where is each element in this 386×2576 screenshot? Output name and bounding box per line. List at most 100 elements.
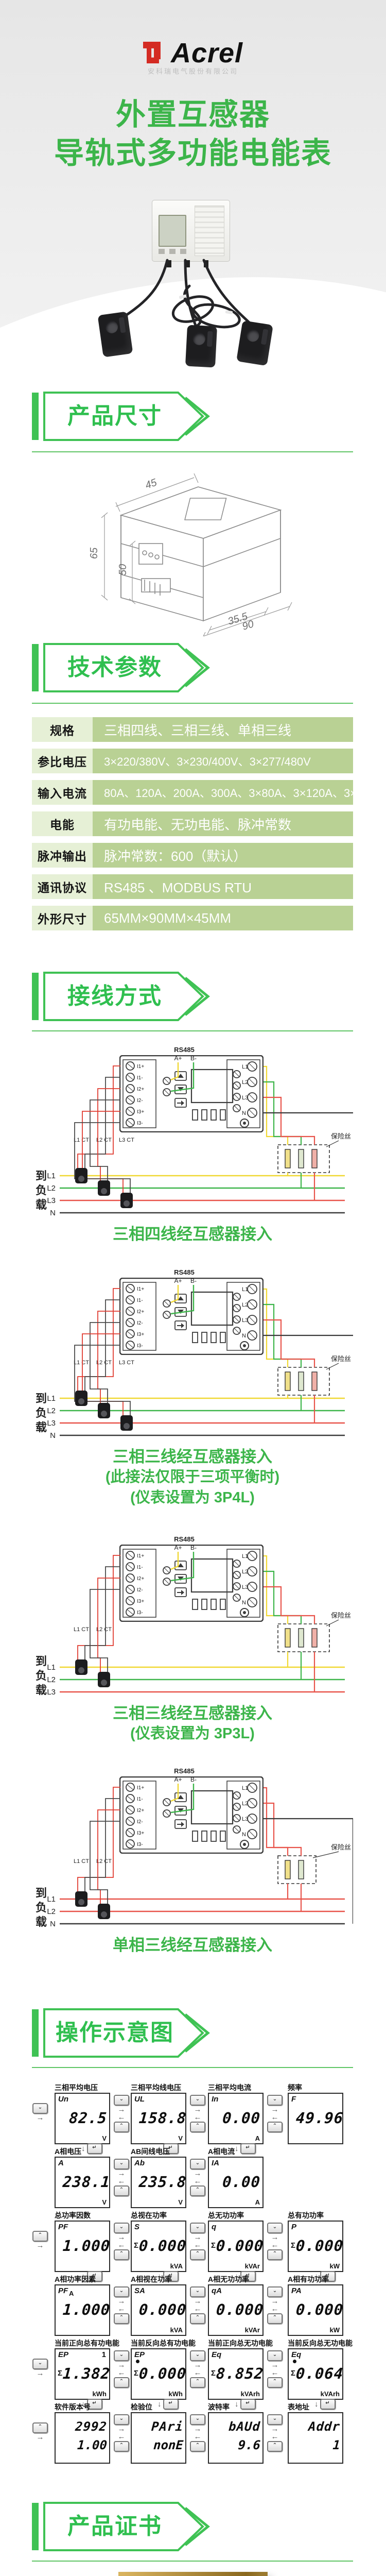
- up-key-icon: ⌃: [32, 2231, 48, 2242]
- lcd-unit: V: [102, 2134, 107, 2142]
- lcd-unit: A: [255, 2198, 260, 2206]
- svg-text:L1 CT: L1 CT: [74, 1626, 89, 1633]
- svg-text:负: 负: [36, 1669, 47, 1682]
- svg-text:N: N: [50, 1920, 56, 1928]
- svg-text:I3-: I3-: [137, 1343, 143, 1349]
- svg-text:保险丝: 保险丝: [331, 1132, 351, 1140]
- svg-text:L3: L3: [242, 1584, 248, 1590]
- nav-buttons: ⌄→←⌃: [112, 2350, 131, 2388]
- svg-text:L3: L3: [47, 1196, 56, 1205]
- lcd-main-value: 2992: [75, 2419, 108, 2434]
- lcd-screen-label: A相电流: [208, 2147, 235, 2156]
- svg-text:N: N: [50, 1431, 56, 1440]
- lcd-sigma: Σ: [211, 2369, 216, 2378]
- svg-text:保险丝: 保险丝: [331, 1843, 351, 1851]
- svg-text:载: 载: [36, 1198, 47, 1211]
- section-divider: [32, 2067, 353, 2068]
- svg-text:65: 65: [89, 547, 100, 559]
- svg-text:I1+: I1+: [137, 1553, 144, 1559]
- lcd-screen-label: A相有功功率: [288, 2275, 329, 2283]
- lcd-screen-label: 软件版本号: [55, 2403, 91, 2411]
- svg-text:I2+: I2+: [137, 1309, 144, 1315]
- table-row: 规格三相四线、三相三线、单相三线: [32, 717, 353, 742]
- lcd-unit: kW: [329, 2262, 340, 2270]
- down-key-icon: ⌄: [190, 2095, 205, 2106]
- svg-text:RS485: RS485: [174, 1268, 195, 1276]
- svg-text:L1: L1: [47, 1172, 56, 1180]
- svg-text:N: N: [242, 1600, 246, 1606]
- table-row-label: 通讯协议: [32, 874, 93, 899]
- svg-text:I3-: I3-: [137, 1610, 143, 1616]
- svg-text:A+: A+: [174, 1277, 182, 1284]
- enter-key-icon: ↓↵: [157, 2399, 179, 2410]
- lcd-screen-label: 总视在功率: [131, 2211, 167, 2219]
- meter-lcd: [159, 215, 186, 247]
- svg-text:A+: A+: [174, 1776, 182, 1783]
- down-key-icon: ⌄: [114, 2223, 129, 2233]
- table-row-value: 65MM×90MM×45MM: [93, 906, 353, 930]
- lcd-screen-label: 三相平均电压: [55, 2083, 98, 2092]
- banner-arrow-frame: [43, 2502, 210, 2551]
- left-nav-button: ⌄→: [31, 2359, 49, 2377]
- up-key-icon: ⌃: [190, 2377, 205, 2388]
- svg-text:L3 CT: L3 CT: [119, 1137, 134, 1143]
- nav-buttons: ⌄→←⌃: [112, 2095, 131, 2132]
- lcd-code: SA: [134, 2286, 145, 2295]
- svg-text:I1+: I1+: [137, 1064, 144, 1070]
- lcd-unit: kWh: [92, 2390, 107, 2398]
- svg-text:L2 CT: L2 CT: [96, 1137, 112, 1143]
- svg-text:I1+: I1+: [137, 1286, 144, 1292]
- lcd-main-value: 82.5: [68, 2109, 108, 2127]
- svg-text:I1-: I1-: [137, 1797, 143, 1802]
- enter-key-icon: ↓↵: [235, 2399, 256, 2410]
- ct-cables: [114, 259, 255, 330]
- lcd-screen-label: 三相平均线电压: [131, 2083, 181, 2092]
- lcd-main-value2: 9.6: [237, 2438, 261, 2452]
- lcd-unit: kW: [329, 2326, 340, 2334]
- lcd-screen-label: A相无功功率: [208, 2275, 250, 2283]
- lcd-unit: kVAr: [244, 2262, 260, 2270]
- svg-text:I3-: I3-: [137, 1121, 143, 1126]
- up-key-icon: ⌃: [32, 2422, 48, 2433]
- svg-text:I2-: I2-: [137, 1819, 143, 1825]
- lcd-code: In: [212, 2095, 219, 2104]
- lcd-code: UL: [134, 2095, 145, 2104]
- nav-buttons: ⌄→←⌃: [266, 2223, 284, 2260]
- svg-text:I3+: I3+: [137, 1599, 144, 1604]
- lcd-unit: V: [178, 2198, 183, 2206]
- svg-text:I2+: I2+: [137, 1087, 144, 1092]
- lcd-main-value: 0.000: [215, 2301, 265, 2318]
- hero-section: Acrel 安科瑞电气股份有限公司 外置互感器 导轨式多功能电能表: [0, 0, 386, 384]
- table-row-value: 3×220/380V、3×230/400V、3×277/480V: [93, 749, 353, 773]
- nav-buttons: ⌄→←⌃: [112, 2414, 131, 2452]
- table-row-value: RS485 、MODBUS RTU: [93, 874, 353, 899]
- lcd-main-value: 1.000: [62, 2237, 111, 2255]
- lcd-screen-label: A相视在功率: [131, 2275, 172, 2283]
- wiring-caption: 三相三线经互感器接入: [113, 1448, 272, 1466]
- wiring-diagram-svg: L1L2N到负载I1+I1-I2+I2-I3+I3-L1L2L3NRS485A+…: [36, 1767, 354, 1928]
- nav-buttons: ⌄→←⌃: [266, 2286, 284, 2324]
- table-row-value: 有功电能、无功电能、脉冲常数: [93, 811, 353, 836]
- down-key-icon: ⌄: [114, 2414, 129, 2425]
- lcd-unit: kVA: [170, 2262, 183, 2270]
- nav-buttons: ⌄→←⌃: [266, 2095, 284, 2132]
